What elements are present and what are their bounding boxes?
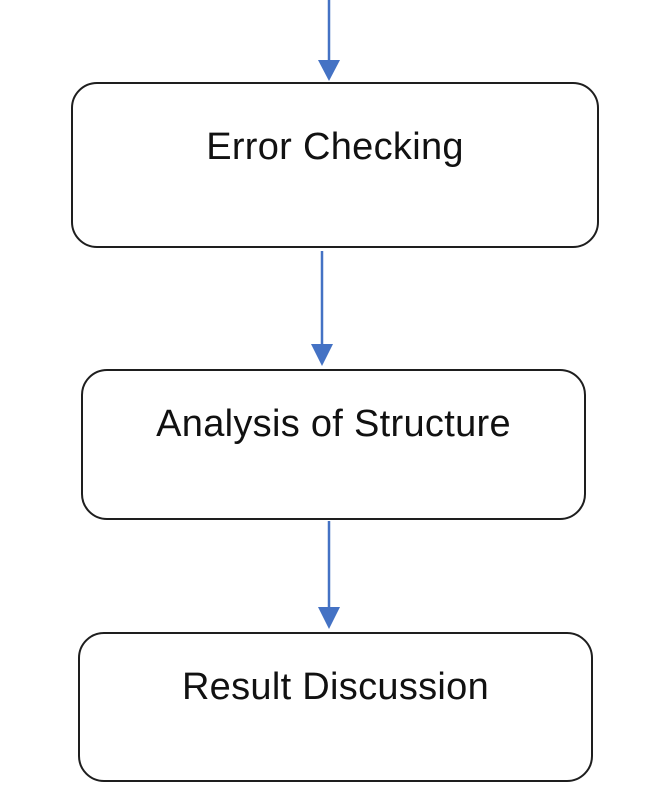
node-result-discussion: Result Discussion xyxy=(78,632,593,782)
arrow-analysis-to-result xyxy=(318,521,340,629)
node-error-checking-label: Error Checking xyxy=(206,126,464,168)
node-result-discussion-label: Result Discussion xyxy=(181,666,490,708)
arrow-into-error-checking xyxy=(318,0,340,81)
arrow-error-to-analysis xyxy=(311,251,333,366)
node-analysis-of-structure: Analysis of Structure xyxy=(81,369,586,520)
node-analysis-of-structure-label: Analysis of Structure xyxy=(156,403,511,445)
node-error-checking: Error Checking xyxy=(71,82,599,248)
